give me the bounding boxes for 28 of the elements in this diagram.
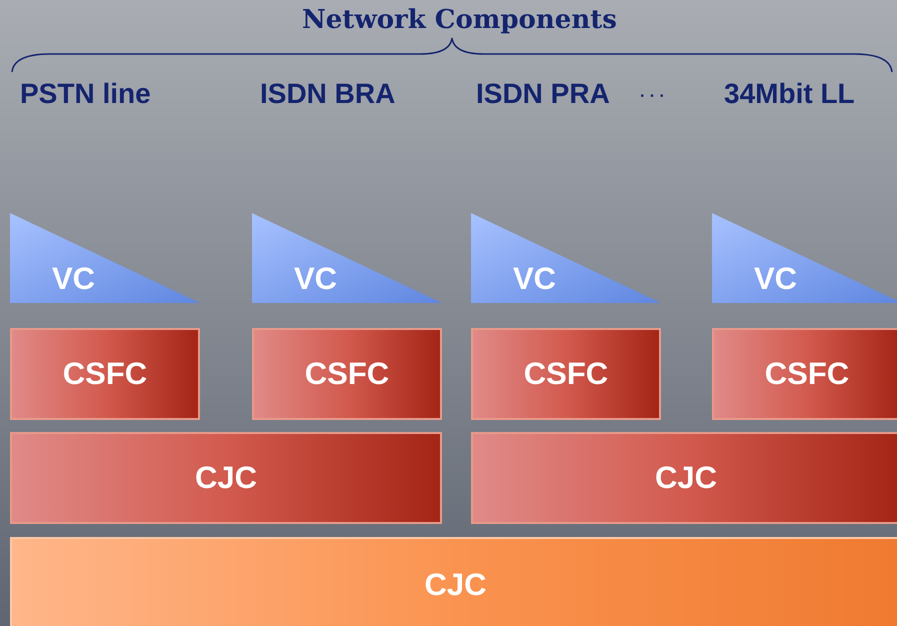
layer-box — [471, 432, 897, 524]
column-heading: 34Mbit LL — [724, 78, 855, 110]
node-label: VC — [513, 261, 556, 297]
node-label: VC — [52, 261, 96, 297]
layer-box — [712, 328, 897, 420]
ellipsis-label: · · · — [640, 88, 665, 106]
node-label: CSFC — [62, 356, 148, 392]
column-heading: ISDN BRA — [260, 78, 396, 110]
node-label: CSFC — [524, 356, 608, 392]
node-label: CSFC — [764, 356, 850, 392]
triangle-block — [471, 213, 661, 303]
node-label: CJC — [194, 460, 257, 496]
node-label: CJC — [654, 460, 717, 496]
triangle-block — [712, 213, 897, 303]
title: Network Components — [302, 5, 617, 35]
node-label: VC — [754, 261, 798, 297]
layer-box — [252, 328, 442, 420]
layer-box — [10, 432, 442, 524]
column-heading: ISDN PRA — [476, 78, 610, 110]
triangle-block — [252, 213, 442, 303]
node-label: CJC — [424, 566, 486, 602]
layer-box — [10, 328, 200, 420]
triangle-block — [10, 213, 200, 303]
base-layer-box — [10, 537, 897, 626]
column-heading: PSTN line — [20, 78, 151, 110]
node-label: CSFC — [304, 356, 390, 392]
layer-box — [471, 328, 661, 420]
node-label: VC — [294, 261, 338, 297]
